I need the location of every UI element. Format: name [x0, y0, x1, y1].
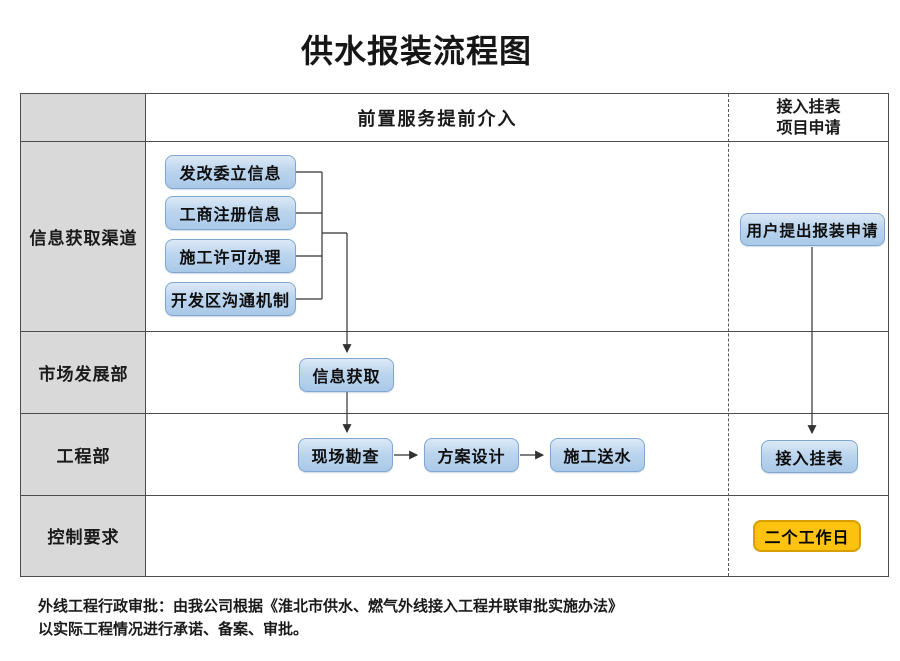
node-plan-design: 方案设计 — [424, 438, 519, 472]
node-site-survey: 现场勘查 — [298, 438, 393, 472]
phase-divider-dashed-line — [728, 94, 729, 576]
header-right-phase: 接入挂表 项目申请 — [729, 94, 888, 141]
node-business-registration-info: 工商注册信息 — [165, 196, 296, 230]
node-ndrc-project-info: 发改委立信息 — [165, 155, 296, 189]
node-info-acquire: 信息获取 — [299, 358, 394, 392]
footnote-line2: 以实际工程情况进行承诺、备案、审批。 — [38, 622, 309, 638]
node-meter-install: 接入挂表 — [761, 440, 858, 473]
footnote: 外线工程行政审批：由我公司根据《淮北市供水、燃气外线接入工程并联审批实施办法》 … — [38, 596, 678, 642]
lane-label-market-dev: 市场发展部 — [38, 364, 129, 384]
node-user-apply: 用户提出报装申请 — [740, 213, 885, 246]
header-right-phase-line1: 接入挂表 — [776, 98, 841, 116]
swimlane-table: 前置服务提前介入 接入挂表 项目申请 信息获取渠道 市场发展部 工程部 控制要求 — [20, 93, 889, 577]
header-right-phase-line2: 项目申请 — [776, 119, 841, 137]
node-construction-water: 施工送水 — [550, 438, 645, 472]
node-two-working-days: 二个工作日 — [753, 520, 861, 552]
footnote-line1: 外线工程行政审批：由我公司根据《淮北市供水、燃气外线接入工程并联审批实施办法》 — [38, 599, 624, 615]
lane-label-engineering: 工程部 — [56, 446, 111, 466]
row-divider — [21, 495, 888, 496]
header-main-phase: 前置服务提前介入 — [357, 108, 518, 129]
node-construction-permit: 施工许可办理 — [165, 239, 296, 273]
page-title: 供水报装流程图 — [300, 33, 532, 69]
row-divider — [21, 413, 888, 414]
lane-label-info-channels: 信息获取渠道 — [29, 228, 138, 248]
lane-label-control-req: 控制要求 — [47, 528, 120, 547]
row-divider — [21, 331, 888, 332]
row-divider — [21, 141, 888, 142]
node-devzone-communication: 开发区沟通机制 — [165, 282, 296, 316]
